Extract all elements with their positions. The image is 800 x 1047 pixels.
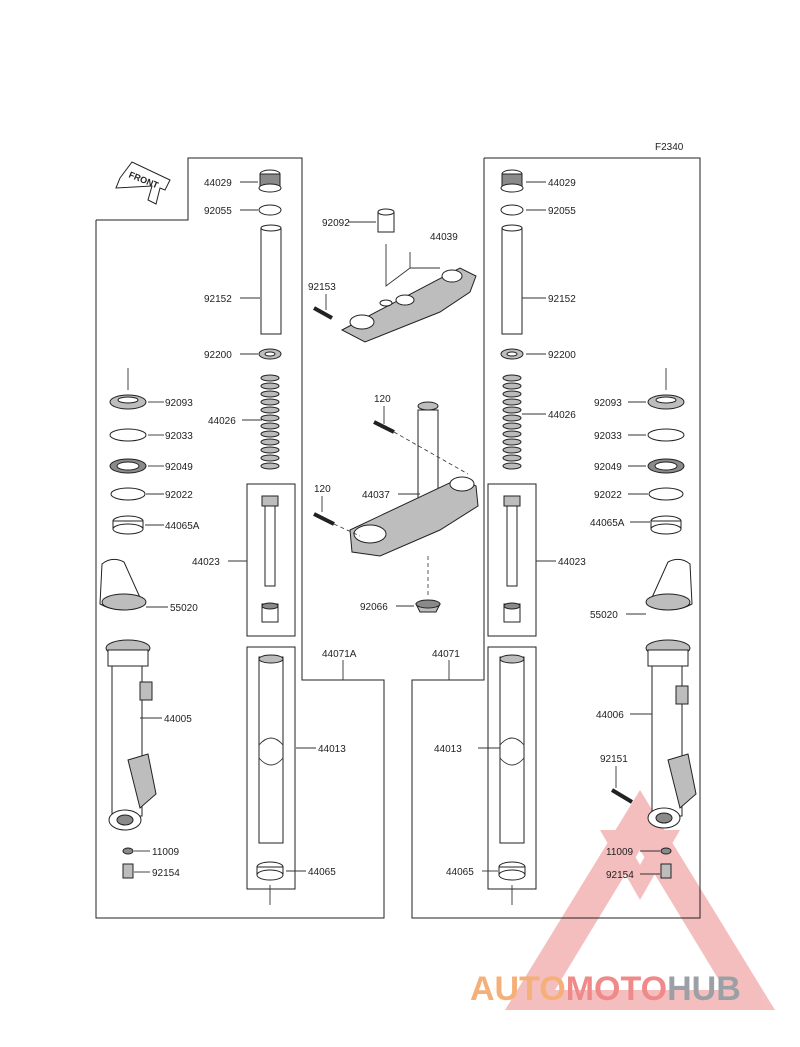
- label-44023-left: 44023: [192, 557, 220, 568]
- label-92093-right: 92093: [594, 398, 622, 409]
- left-44013-box: [246, 646, 296, 890]
- watermark-hub: HUB: [667, 970, 741, 1008]
- label-92055-left: 92055: [204, 206, 232, 217]
- label-44065a-left: 44065A: [165, 521, 200, 532]
- label-92022-right: 92022: [594, 490, 622, 501]
- label-44013-right: 44013: [434, 744, 462, 755]
- left-44023-box: [246, 483, 296, 637]
- label-44006: 44006: [596, 710, 624, 721]
- label-92033-left: 92033: [165, 431, 193, 442]
- watermark-text: AUTOMOTOHUB: [470, 970, 741, 1008]
- right-fork-parts: [498, 169, 697, 905]
- left-group-outline: [95, 157, 385, 919]
- front-arrow: FRONT: [115, 161, 171, 205]
- label-92200-right: 92200: [548, 350, 576, 361]
- label-44026-right: 44026: [548, 410, 576, 421]
- label-92033-right: 92033: [594, 431, 622, 442]
- label-11009-right: 11009: [606, 847, 634, 858]
- label-55020-left: 55020: [170, 603, 198, 614]
- watermark-moto: MOTO: [566, 970, 667, 1008]
- watermark-auto: AUTO: [470, 970, 566, 1008]
- left-fork-parts: [99, 169, 284, 905]
- label-44065-left: 44065: [308, 867, 336, 878]
- label-92022-left: 92022: [165, 490, 193, 501]
- label-120-bottom: 120: [314, 484, 331, 495]
- label-92152-right: 92152: [548, 294, 576, 305]
- label-44026-left: 44026: [208, 416, 236, 427]
- part-labels: 44029 92055 92152 92200 92093 44026 9203…: [152, 178, 634, 881]
- label-44039: 44039: [430, 232, 458, 243]
- label-92154-left: 92154: [152, 868, 180, 879]
- label-92049-left: 92049: [165, 462, 193, 473]
- label-92049-right: 92049: [594, 462, 622, 473]
- figure-code: F2340: [655, 142, 684, 153]
- label-92154-right: 92154: [606, 870, 634, 881]
- label-44029-left: 44029: [204, 178, 232, 189]
- label-92153: 92153: [308, 282, 336, 293]
- label-44023-right: 44023: [558, 557, 586, 568]
- center-parts: [313, 208, 479, 613]
- label-44013-left: 44013: [318, 744, 346, 755]
- label-92093-left: 92093: [165, 398, 193, 409]
- label-44071a: 44071A: [322, 649, 357, 660]
- label-92092: 92092: [322, 218, 350, 229]
- label-92151: 92151: [600, 754, 628, 765]
- label-44065a-right: 44065A: [590, 518, 625, 529]
- label-92066: 92066: [360, 602, 388, 613]
- right-44023-box: [487, 483, 537, 637]
- label-44071: 44071: [432, 649, 460, 660]
- leader-lines: [134, 181, 660, 875]
- label-92200-left: 92200: [204, 350, 232, 361]
- label-44005: 44005: [164, 714, 192, 725]
- label-55020-right: 55020: [590, 610, 618, 621]
- label-44065-right: 44065: [446, 867, 474, 878]
- label-120-top: 120: [374, 394, 391, 405]
- label-92152-left: 92152: [204, 294, 232, 305]
- label-92055-right: 92055: [548, 206, 576, 217]
- label-44037: 44037: [362, 490, 390, 501]
- right-group-outline: [411, 157, 701, 919]
- watermark-logo: [505, 790, 775, 1010]
- label-11009-left: 11009: [152, 847, 180, 858]
- label-44029-right: 44029: [548, 178, 576, 189]
